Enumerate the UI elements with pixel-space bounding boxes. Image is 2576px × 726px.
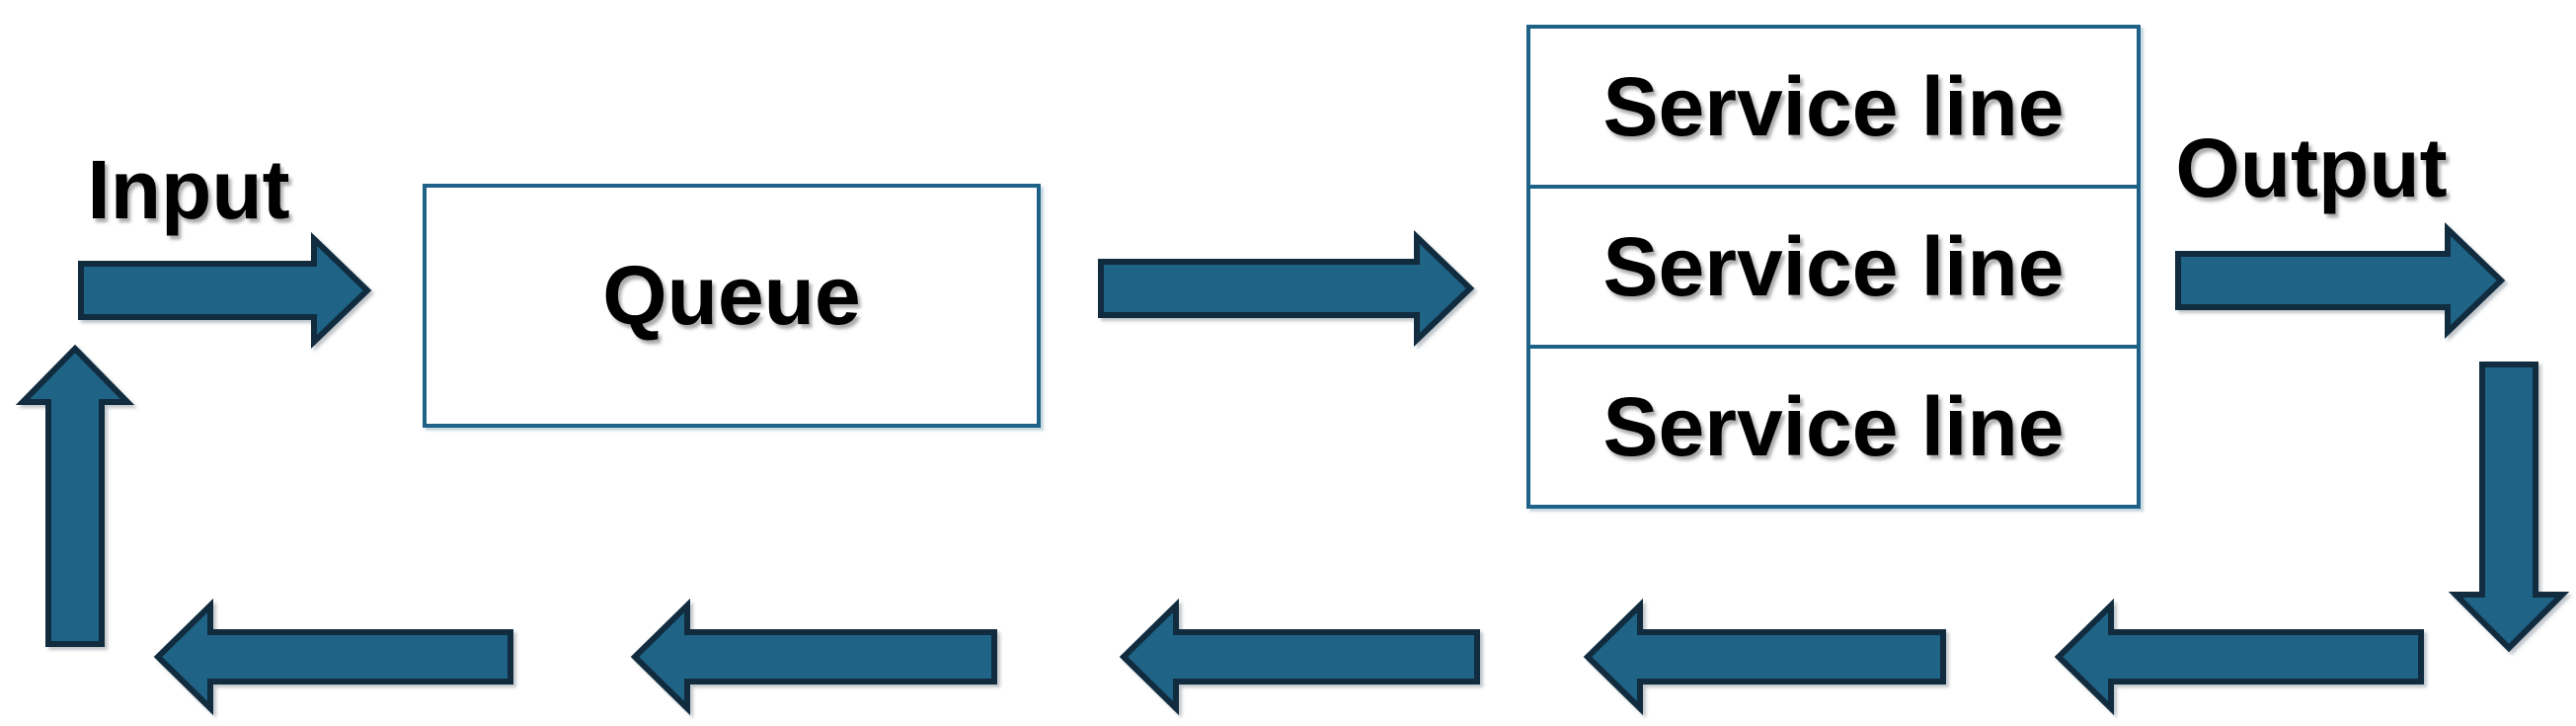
feedback-arrow-3 xyxy=(1119,598,1480,716)
service-line-label-3: Service line xyxy=(1602,380,2065,473)
feedback-arrow-4 xyxy=(630,598,997,716)
output-arrow xyxy=(2175,221,2506,340)
queue-label: Queue xyxy=(602,248,861,342)
service-line-stack: Service line Service line Service line xyxy=(1526,25,2141,509)
service-line-label-1: Service line xyxy=(1602,60,2065,153)
service-line-box-2: Service line xyxy=(1530,189,2137,349)
input-label: Input xyxy=(87,143,290,236)
output-label: Output xyxy=(2175,121,2448,214)
service-line-box-1: Service line xyxy=(1530,29,2137,189)
feedback-arrow-5 xyxy=(153,598,513,716)
queue-to-service-arrow xyxy=(1098,229,1475,348)
feedback-arrow-2 xyxy=(1583,598,1946,716)
queue-box: Queue xyxy=(423,184,1041,428)
output-feedback-down-arrow xyxy=(2448,362,2570,653)
feedback-arrow-1 xyxy=(2054,598,2424,716)
feedback-up-arrow xyxy=(15,344,135,647)
input-arrow xyxy=(78,231,372,350)
service-line-box-3: Service line xyxy=(1530,349,2137,505)
service-line-label-2: Service line xyxy=(1602,220,2065,313)
